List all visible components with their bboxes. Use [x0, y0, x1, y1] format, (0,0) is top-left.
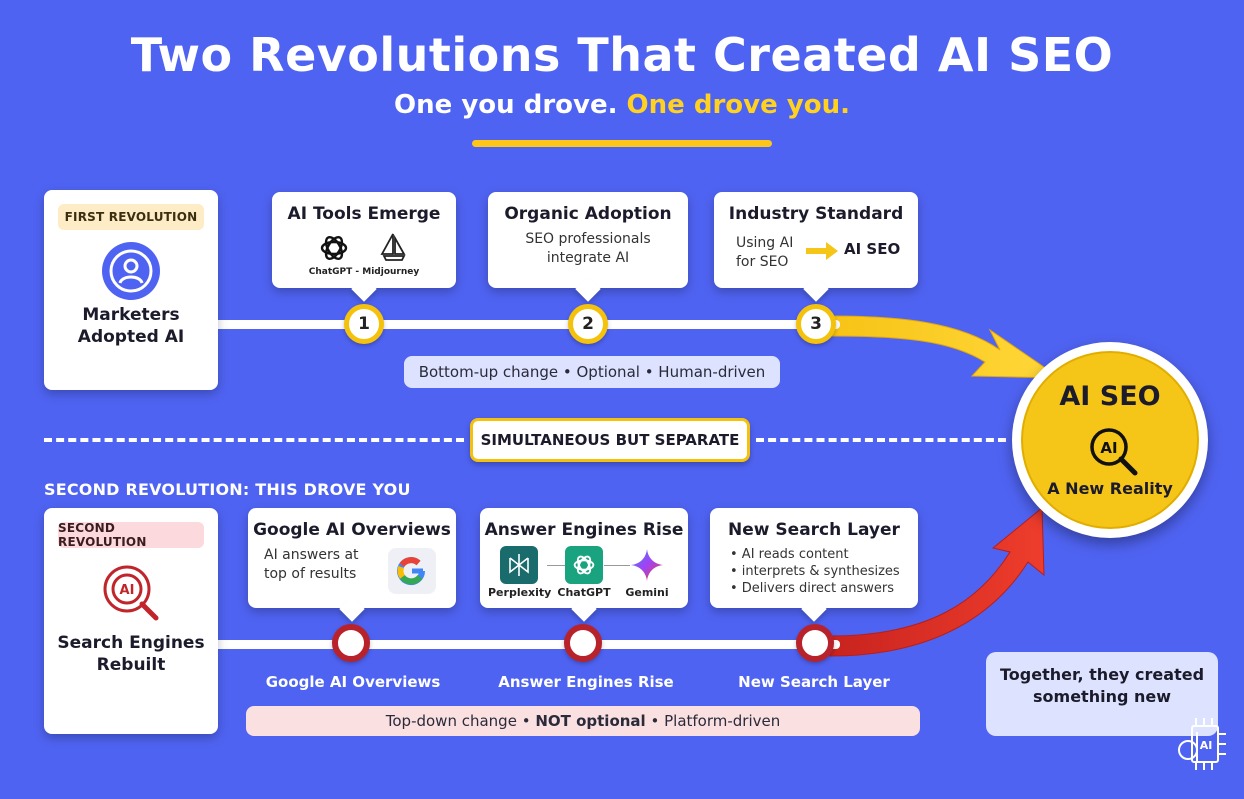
page-title: Two Revolutions That Created AI SEO — [130, 28, 1114, 82]
step-answer-engines-rise: Answer Engines Rise — [480, 508, 688, 608]
chatgpt-label: ChatGPT — [557, 586, 611, 599]
page-subtitle: One you drove. One drove you. — [0, 90, 1244, 120]
chatgpt-icon — [316, 230, 352, 266]
perplexity-label: Perplexity — [488, 586, 552, 599]
simultaneous-label: SIMULTANEOUS BUT SEPARATE — [470, 418, 750, 462]
ai-seo-result-circle: AI SEO AI A New Reality — [1012, 342, 1208, 538]
second-revolution-tag: SECOND REVOLUTION — [58, 521, 204, 549]
second-step-3-label: New Search Layer — [738, 673, 890, 691]
first-timeline-track — [210, 320, 840, 329]
ai-search-icon: AI — [98, 560, 164, 626]
step-3-text: Using AI for SEO — [736, 235, 794, 270]
ai-magnifier-icon: AI — [1085, 423, 1141, 479]
engine-connector-1 — [547, 565, 571, 566]
second-revolution-card: SECOND REVOLUTION AI Search Engines Rebu… — [44, 508, 218, 734]
first-revolution-card: FIRST REVOLUTION Marketers Adopted AI — [44, 190, 218, 390]
google-step-text: AI answers at top of results — [264, 547, 359, 582]
step-ai-tools-emerge: AI Tools Emerge ChatGPT - Midjourney — [272, 192, 456, 288]
step-industry-standard: Industry Standard Using AI for SEO AI SE… — [714, 192, 918, 288]
gemini-label: Gemini — [625, 586, 669, 599]
step-1-caption: ChatGPT - Midjourney — [308, 267, 420, 277]
step-2-node: 2 — [568, 304, 608, 344]
step-1-node: 1 — [344, 304, 384, 344]
second-step-1-label: Google AI Overviews — [265, 673, 441, 691]
svg-text:AI: AI — [1200, 739, 1213, 752]
step-3-result: AI SEO — [844, 240, 901, 258]
divider-right — [756, 438, 1006, 442]
svg-text:AI: AI — [120, 583, 135, 598]
divider-left — [44, 438, 464, 442]
step-new-search-layer: New Search Layer • AI reads content • in… — [710, 508, 918, 608]
title-underline — [472, 140, 772, 147]
step-organic-adoption: Organic Adoption SEO professionals integ… — [488, 192, 688, 288]
gemini-icon — [628, 546, 666, 584]
together-note: Together, they created something new — [986, 652, 1218, 736]
user-icon — [102, 242, 160, 300]
step-3-node: 3 — [796, 304, 836, 344]
yellow-arrow — [829, 315, 1062, 379]
google-icon — [388, 548, 436, 594]
engine-connector-2 — [604, 565, 630, 566]
svg-text:AI: AI — [1100, 439, 1117, 457]
result-title: AI SEO — [1059, 381, 1161, 412]
subtitle-part-1: One you drove. — [394, 90, 618, 120]
second-revolution-label: Search Engines Rebuilt — [57, 633, 205, 675]
second-section-label: SECOND REVOLUTION: THIS DROVE YOU — [44, 480, 411, 499]
perplexity-icon — [500, 546, 538, 584]
second-step-2-node — [564, 624, 602, 662]
chatgpt-engine-icon — [565, 546, 603, 584]
first-revolution-tag: FIRST REVOLUTION — [58, 204, 204, 230]
result-caption: A New Reality — [1047, 479, 1173, 498]
subtitle-part-2: One drove you. — [626, 90, 850, 120]
arrow-right-icon — [806, 242, 838, 260]
first-revolution-label: Marketers Adopted AI — [77, 305, 185, 347]
red-arrow — [829, 506, 1045, 657]
second-step-1-node — [332, 624, 370, 662]
search-layer-bullets: • AI reads content • interprets & synthe… — [730, 547, 900, 596]
midjourney-icon — [376, 230, 412, 266]
brand-logo-icon: AI — [1176, 712, 1228, 774]
first-summary-pill: Bottom-up change • Optional • Human-driv… — [404, 356, 780, 388]
second-timeline-track — [210, 640, 840, 649]
second-step-2-label: Answer Engines Rise — [498, 673, 674, 691]
step-google-ai-overviews: Google AI Overviews AI answers at top of… — [248, 508, 456, 608]
second-summary-pill: Top-down change • NOT optional • Platfor… — [246, 706, 920, 736]
second-step-3-node — [796, 624, 834, 662]
